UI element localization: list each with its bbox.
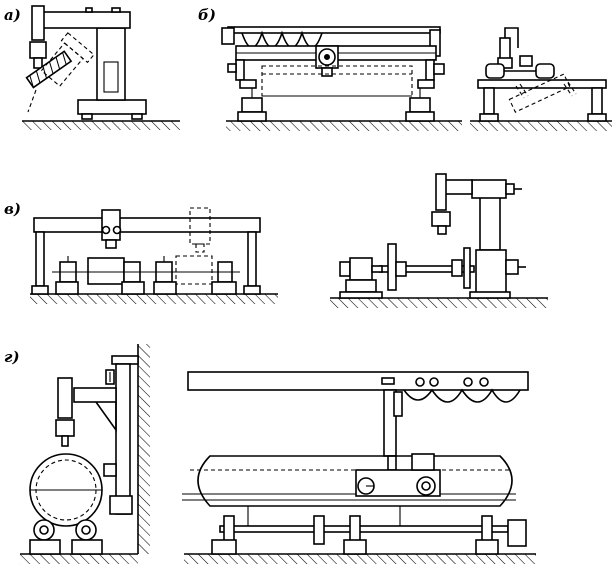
panel-label-a: а)	[4, 6, 21, 24]
panel-label-g: г)	[4, 348, 20, 366]
panel-label-b: б)	[198, 6, 216, 24]
panel-g: г)	[4, 344, 536, 564]
panel-v: в)	[4, 173, 548, 308]
panel-a: а)	[4, 5, 180, 130]
floor-hatch	[22, 121, 180, 130]
panel-label-v: в)	[4, 200, 21, 218]
panel-b: б)	[198, 6, 612, 131]
